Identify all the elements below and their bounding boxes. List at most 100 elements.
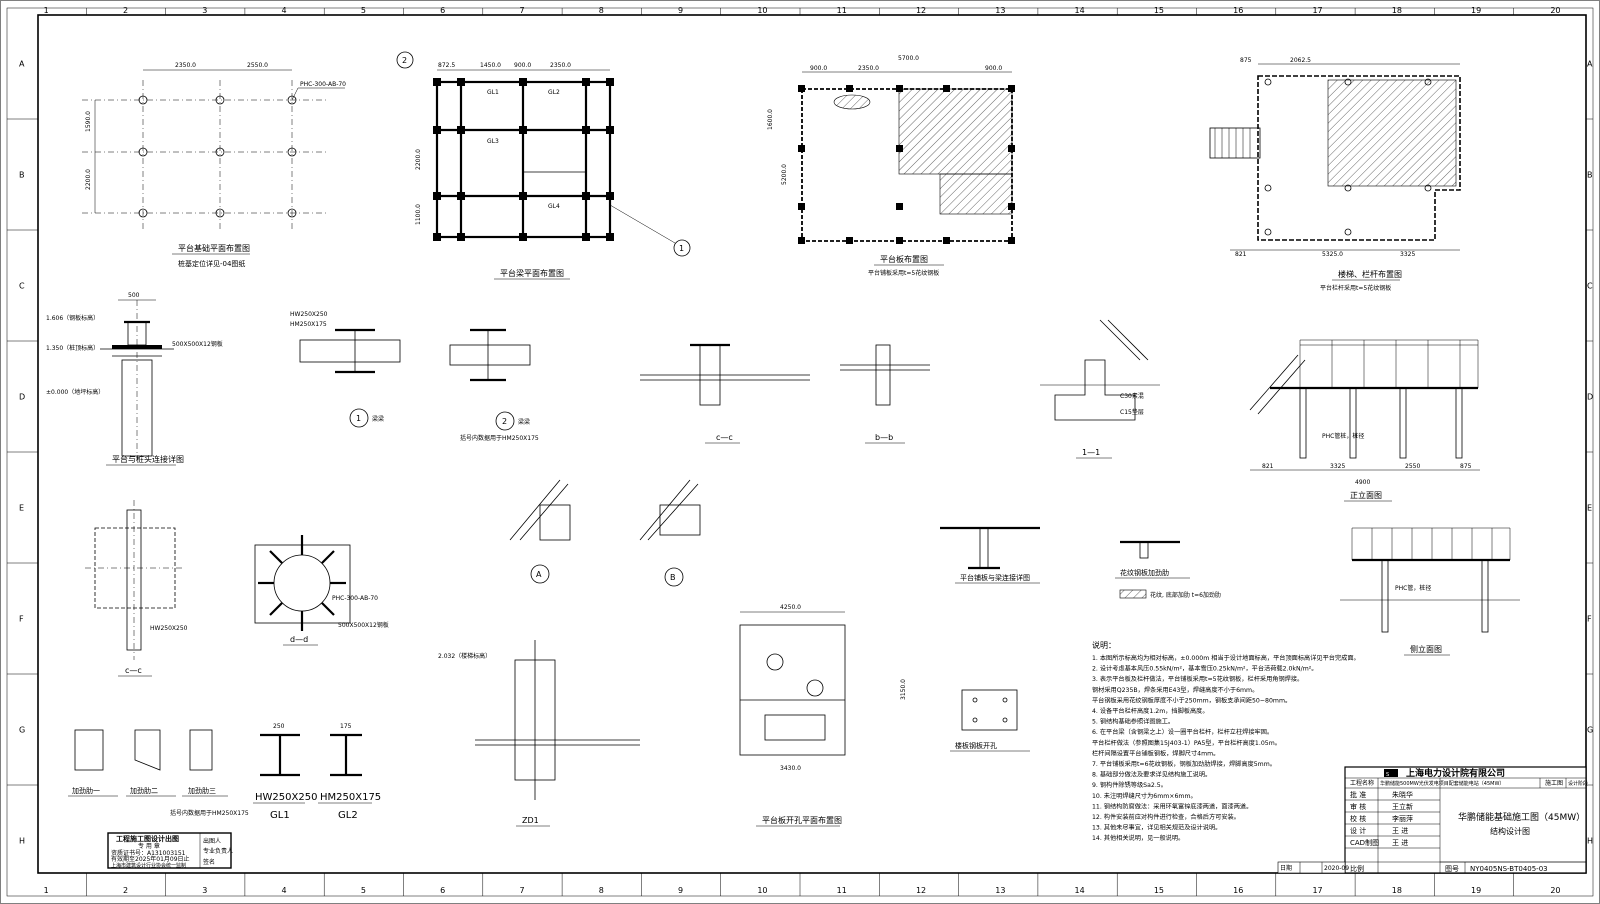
stamp-right2: 专业负责人 <box>203 847 233 855</box>
cj-lev1: 1.606（钢板标高） <box>46 314 99 322</box>
st3-note: 括号内数据用于HM250X175 <box>170 809 249 817</box>
stair-plan-sub: 平台栏杆采用t=5花纹钢板 <box>1320 284 1391 292</box>
grid-col-label: 3 <box>202 886 207 895</box>
hole-plan: 4250.0 3150.0 3430.0 平台板开孔平面布置图 <box>739 604 907 827</box>
hole-detail: 楼板钢板开孔 <box>950 689 1030 752</box>
d2-note: 括号内数据用于HM250X175 <box>460 434 539 442</box>
side-elevation: PHC管，桩径 侧立面图 <box>1340 527 1520 656</box>
note-line: 8. 基础部分做法及要求详见结构施工说明。 <box>1092 771 1211 779</box>
grid-col-label: 14 <box>1075 6 1085 15</box>
tb-drawing-no: NY0405NS-BT0405-03 <box>1470 865 1548 873</box>
db-no: B <box>670 573 676 582</box>
gl2-name: GL2 <box>338 810 358 821</box>
grid-row-label: E <box>19 504 24 513</box>
tb-row-sign: 朱晓华 <box>1392 790 1413 799</box>
gl1-sec: HW250X250 <box>255 792 317 803</box>
tb-date-value: 2020-09 <box>1324 865 1349 872</box>
s11-title: 1—1 <box>1082 448 1100 457</box>
hp-dim-3: 3430.0 <box>780 765 801 772</box>
grid-col-label: 10 <box>757 886 767 895</box>
slab-plan-sub: 平台铺板采用t=5花纹钢板 <box>868 269 939 277</box>
gl1-section: 250 HW250X250 GL1 <box>253 723 317 821</box>
note-line: 7. 平台铺板采用t=6花纹钢板，钢板加劲肋焊接，焊脚高度5mm。 <box>1092 760 1276 768</box>
grid-col-label: 9 <box>678 886 683 895</box>
stiffener-2: 加劲肋二 <box>126 729 176 797</box>
stair-plan: 875 2062.5 5325.0 3325 821 楼梯、栏杆布置图 平台栏杆… <box>1209 57 1461 292</box>
tb-stage2: 设计阶段 <box>1568 780 1588 787</box>
note-line: 12. 构件安装前应对构件进行检查，合格后方可安装。 <box>1092 813 1240 821</box>
grid-col-label: 1 <box>44 6 49 15</box>
grid-col-label: 6 <box>440 886 445 895</box>
cc-title: c—c <box>716 433 733 442</box>
grid-col-label: 11 <box>837 6 847 15</box>
grid-col-label: 4 <box>282 6 287 15</box>
tb-row-label: 审 核 <box>1350 802 1366 811</box>
grid-col-label: 13 <box>995 886 1005 895</box>
gl2-sec: HM250X175 <box>320 792 381 803</box>
grid-row-label: F <box>1587 615 1592 624</box>
grid-col-label: 8 <box>599 6 604 15</box>
beam-label-gl3: GL3 <box>487 138 499 145</box>
se-phc: PHC管，桩径 <box>1395 584 1431 592</box>
stamp-line3: 有效期至2025年01月09日止 <box>111 855 190 863</box>
grid-col-label: 18 <box>1392 6 1402 15</box>
grid-col-label: 9 <box>678 6 683 15</box>
gl1-dim: 250 <box>273 723 285 730</box>
tb-row-sign: 王 进 <box>1392 827 1408 835</box>
grid-row-label: D <box>1587 393 1593 402</box>
fe-title: 正立面图 <box>1350 490 1382 500</box>
grid-labels: 1122334455667788991010111112121313141415… <box>7 6 1593 896</box>
tb-row-sign: 王 进 <box>1392 839 1408 847</box>
pile-plan: 2350.0 2550.0 1590.0 2200.0 PHC-300-AB-7… <box>82 62 346 268</box>
section-cc: c—c <box>640 343 810 444</box>
hp-dim-2: 3150.0 <box>900 679 907 700</box>
grid-row-label: H <box>1587 837 1593 846</box>
slab-dim-5: 5200.0 <box>781 164 788 185</box>
d1-sec: HW250X250 <box>290 311 328 318</box>
stamp-title: 工程施工图设计出图 <box>116 834 179 843</box>
section-bb: b—b <box>840 344 930 444</box>
grid-row-label: B <box>1587 171 1593 180</box>
tb-row-label: 批 准 <box>1350 790 1366 799</box>
grid-col-label: 7 <box>519 886 524 895</box>
tb-row-sign: 李丽萍 <box>1392 814 1413 823</box>
st1-title: 加劲肋一 <box>72 786 100 795</box>
column-joint-detail: 500 1.606（钢板标高） 1.350（桩顶标高） ±0.000（地坪标高）… <box>46 292 223 466</box>
bb-title: b—b <box>875 433 893 442</box>
note-line: 2. 设计考虑基本风压0.55kN/m²，基本雪压0.25kN/m²，平台活荷载… <box>1092 665 1317 673</box>
slab-dim-4: 900.0 <box>985 65 1002 72</box>
beam-dim-5: 2200.0 <box>415 149 422 170</box>
stair-dim-4: 3325 <box>1400 251 1415 258</box>
section-cc-2: HW250X250 c—c <box>85 500 188 677</box>
d2-label: 梁梁 <box>518 418 530 426</box>
beam-dim-3: 900.0 <box>514 62 531 69</box>
beam-dim-2: 1450.0 <box>480 62 501 69</box>
tb-stage: 施工图 <box>1545 779 1563 787</box>
grid-col-label: 16 <box>1233 6 1243 15</box>
grid-row-label: E <box>1587 504 1592 513</box>
cj-plate: 500X500X12钢板 <box>172 340 223 348</box>
tb-row-label: 设 计 <box>1350 826 1366 835</box>
pile-tag: PHC-300-AB-70 <box>300 81 346 88</box>
title-block: 日期 2020-09 S 上海电力设计院有限公司 工程名称 华鹏储能500MW光… <box>1277 766 1588 874</box>
slab-dim-3: 5700.0 <box>898 55 919 62</box>
tb-date-label: 日期 <box>1280 864 1292 872</box>
s11-c30: C30素混 <box>1120 392 1144 400</box>
tb-drawing-title: 华鹏储能基础施工图（45MW） <box>1458 811 1585 823</box>
grid-row-label: B <box>19 171 25 180</box>
detail-a: A <box>509 479 571 584</box>
tb-row-label: CAD制图 <box>1350 838 1379 847</box>
tb-row-sign: 王立新 <box>1392 802 1413 811</box>
grid-col-label: 2 <box>123 6 128 15</box>
pile-dim-2: 2550.0 <box>247 62 268 69</box>
pile-plan-title: 平台基础平面布置图 <box>178 243 250 253</box>
grid-col-label: 4 <box>282 886 287 895</box>
grid-col-label: 11 <box>837 886 847 895</box>
fe-phc: PHC管桩，桩径 <box>1322 432 1364 440</box>
grating-joint-detail: 平台铺板与梁连接详图 <box>940 526 1040 584</box>
note-line: 5. 钢结构基础参照详图施工。 <box>1092 718 1174 726</box>
stair-dim-2: 2062.5 <box>1290 57 1311 64</box>
stiffener-1: 加劲肋一 <box>68 729 118 797</box>
cj-dim: 500 <box>128 292 140 299</box>
grid-row-label: G <box>19 726 25 735</box>
